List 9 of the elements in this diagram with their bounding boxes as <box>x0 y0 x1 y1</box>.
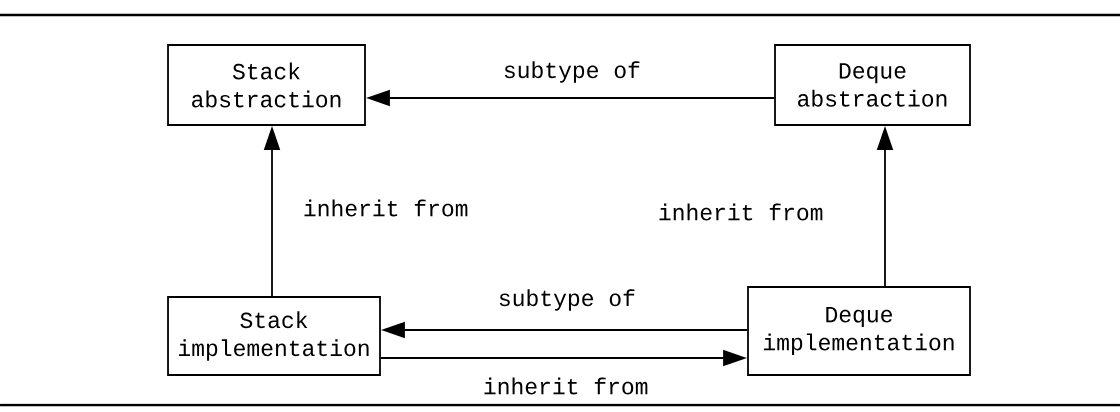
class-box: Stack implementation <box>167 296 381 376</box>
edge-label: subtype of <box>500 59 643 85</box>
class-box: Deque implementation <box>747 286 971 376</box>
class-box: Deque abstraction <box>774 44 971 126</box>
edge-label: inherit from <box>300 197 471 219</box>
class-box: Stack abstraction <box>167 44 366 126</box>
edge-label: subtype of <box>495 287 638 313</box>
edge-label: inherit from <box>480 375 651 397</box>
edge-label: inherit from <box>655 201 826 223</box>
